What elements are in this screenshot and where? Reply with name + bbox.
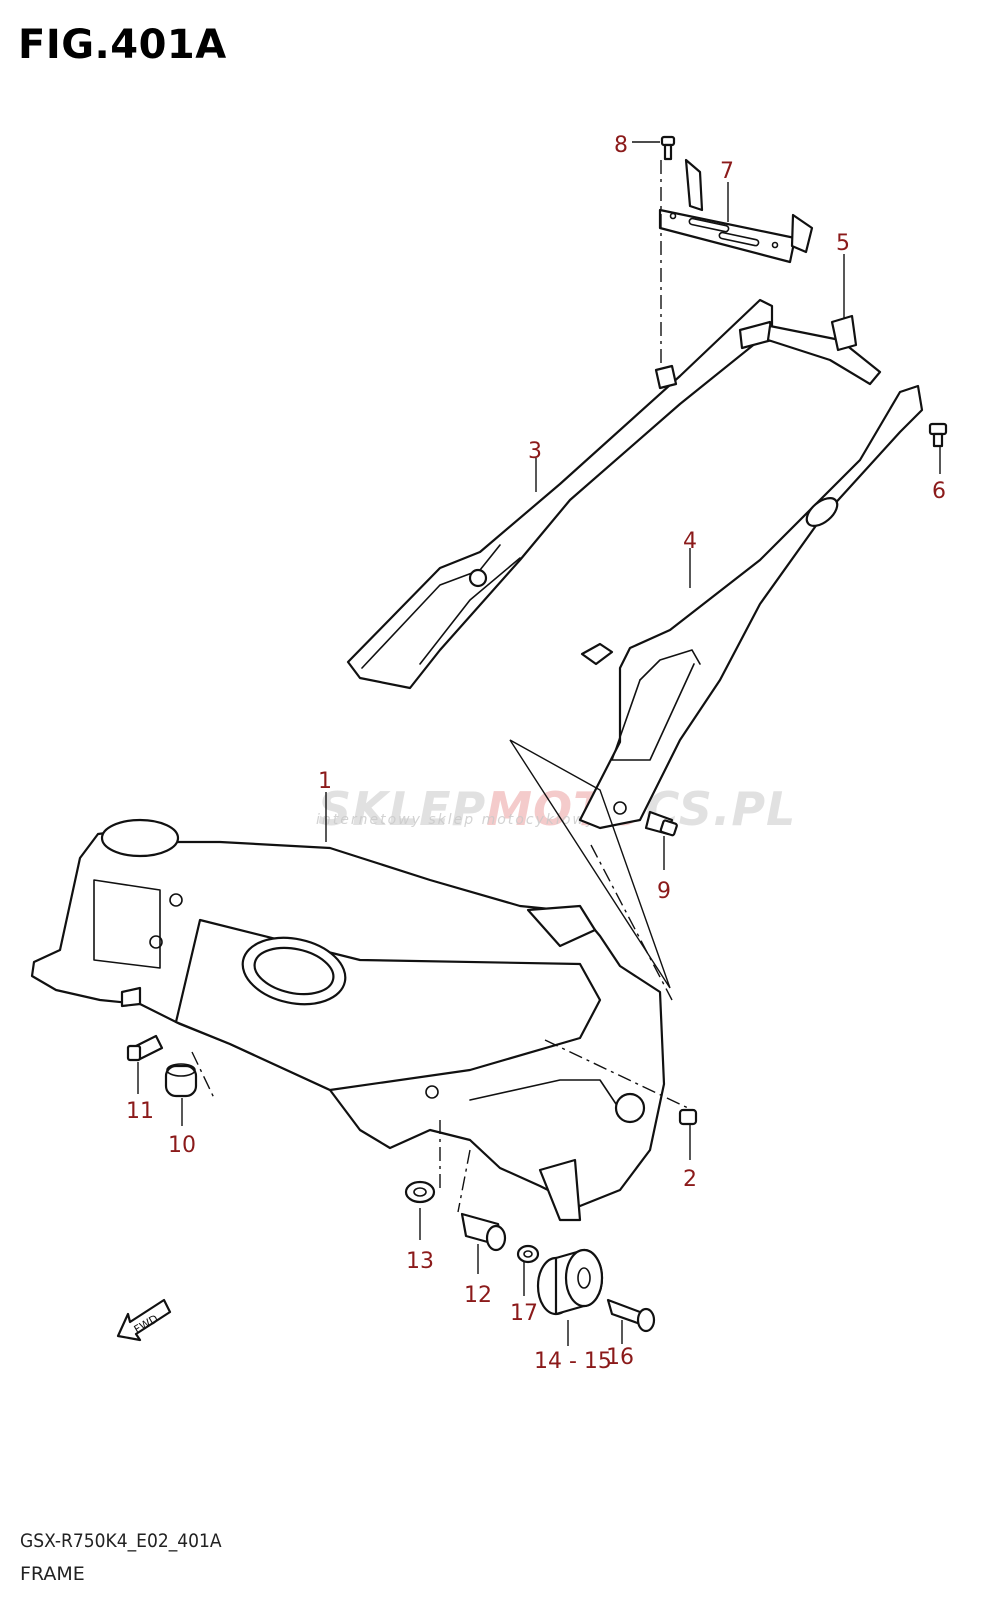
bolt-part-16: [606, 1298, 656, 1333]
callout-11: 11: [126, 1099, 154, 1124]
callout-9: 9: [657, 879, 671, 904]
callout-17: 17: [510, 1301, 538, 1326]
callout-3: 3: [528, 439, 542, 464]
callout-12: 12: [464, 1283, 492, 1308]
bolt-part-9: [644, 810, 678, 837]
seat-rail-left-part-3: [346, 298, 774, 690]
bolt-part-8: [660, 135, 676, 161]
callout-16: 16: [606, 1345, 634, 1370]
callout-10: 10: [168, 1133, 196, 1158]
model-code: GSX-R750K4_E02_401A: [20, 1530, 222, 1552]
washer-part-17: [516, 1244, 540, 1264]
callout-2: 2: [683, 1167, 697, 1192]
callout-7: 7: [720, 159, 734, 184]
forward-direction-arrow: FWD: [116, 1298, 172, 1342]
callout-labels: 1 2 3 4 5 6 7 8 9 10 11 12 13 14 - 15 16…: [126, 133, 946, 1374]
bolt-part-6: [928, 422, 948, 448]
section-name: FRAME: [20, 1563, 85, 1585]
seat-rail-rear-part-5: [766, 314, 882, 386]
callout-1: 1: [318, 769, 332, 794]
watermark-tagline: internetowy sklep motocyklowy: [316, 812, 597, 828]
seat-rail-right-part-4: [578, 384, 924, 830]
callout-14-15: 14 - 15: [534, 1349, 612, 1374]
main-frame-part-1: [30, 818, 666, 1222]
seat-bracket-part-7: [658, 158, 814, 264]
callout-5: 5: [836, 231, 850, 256]
figure-title: FIG.401A: [18, 22, 227, 68]
watermark-brand-grey: SKLEP: [318, 782, 487, 836]
leader-lines: [137, 141, 941, 1346]
plug-part-2: [678, 1108, 698, 1126]
adjuster-part-12: [460, 1212, 507, 1252]
washer-part-13: [404, 1180, 436, 1204]
callout-6: 6: [932, 479, 946, 504]
callout-4: 4: [683, 529, 697, 554]
callout-13: 13: [406, 1249, 434, 1274]
callout-8: 8: [614, 133, 628, 158]
bolt-part-11: [126, 1034, 164, 1062]
bush-part-14-15: [536, 1248, 604, 1316]
collar-part-10: [164, 1063, 198, 1098]
